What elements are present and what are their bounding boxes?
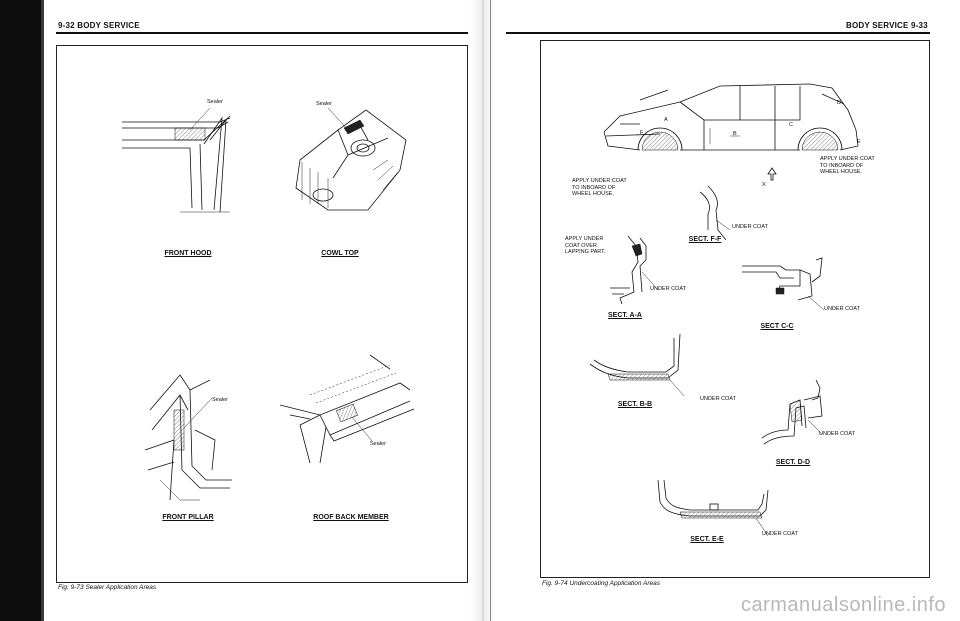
right-header-rule — [506, 32, 930, 34]
sect-e-e-callout: UNDER COAT — [762, 531, 798, 537]
front-pillar-label: FRONT PILLAR — [162, 514, 214, 521]
roof-back-member-label: ROOF BACK MEMBER — [313, 514, 389, 521]
sect-a-a-callout: UNDER COAT — [650, 286, 686, 292]
roof-back-member-drawing — [279, 354, 415, 464]
watermark: carmanualsonline.info — [740, 594, 946, 616]
roof-back-member-callout: Sealer — [370, 441, 386, 447]
cowl-top-drawing — [295, 107, 407, 211]
rear-wheel-house-note: APPLY UNDER COAT TO INBOARD OF WHEEL HOU… — [820, 156, 875, 175]
right-page-header: BODY SERVICE 9-33 — [846, 21, 928, 30]
front-hood-callout: Sealer — [207, 99, 223, 105]
marker-c-top: C — [789, 122, 793, 128]
front-pillar-callout: Sealer — [212, 397, 228, 403]
sect-d-d-label: SECT. D-D — [775, 459, 811, 466]
marker-b-top: B — [733, 131, 737, 137]
left-figure-caption: Fig. 9-73 Sealer Application Areas — [58, 584, 157, 591]
sect-b-b-label: SECT. B-B — [617, 401, 653, 408]
right-figure-caption: Fig. 9-74 Undercoating Application Areas — [542, 580, 661, 587]
sect-d-d-drawing — [761, 379, 823, 445]
left-header-rule — [56, 32, 468, 34]
sect-f-f-drawing — [699, 185, 731, 241]
sect-f-f-callout: UNDER COAT — [732, 224, 768, 230]
right-figure-frame — [540, 40, 930, 578]
front-pillar-drawing — [144, 374, 232, 501]
sect-b-b-drawing — [589, 333, 685, 397]
sect-f-f-label: SECT. F-F — [688, 236, 722, 243]
overlap-note: APPLY UNDER COAT OVER LAPPING PART. — [565, 236, 606, 255]
marker-f-top: F — [640, 130, 644, 136]
marker-x: X — [762, 182, 766, 188]
cowl-top-label: COWL TOP — [321, 250, 359, 257]
cowl-top-callout: Sealer — [316, 101, 332, 107]
gutter-line — [490, 0, 491, 621]
sect-c-c-callout: UNDER COAT — [824, 306, 860, 312]
marker-a-top: A — [664, 117, 668, 123]
front-hood-label: FRONT HOOD — [164, 250, 212, 257]
sect-c-c-drawing — [742, 257, 825, 311]
front-wheel-house-note: APPLY UNDER COAT TO INBOARD OF WHEEL HOU… — [572, 178, 627, 197]
page-binding-edge — [0, 0, 44, 621]
left-page-header: 9-32 BODY SERVICE — [58, 21, 140, 30]
sect-c-c-label: SECT C-C — [760, 323, 794, 330]
front-hood-drawing — [122, 107, 231, 213]
left-figure-frame — [56, 45, 468, 583]
sect-b-b-callout: UNDER COAT — [700, 396, 736, 402]
sect-a-a-label: SECT. A-A — [608, 312, 642, 319]
marker-e-right: E — [857, 139, 861, 145]
marker-d-top: D — [837, 100, 841, 106]
sect-e-e-drawing — [657, 479, 769, 537]
sect-a-a-drawing — [610, 235, 659, 305]
page-gutter — [470, 0, 496, 621]
sect-d-d-callout: UNDER COAT — [819, 431, 855, 437]
sect-e-e-label: SECT. E-E — [690, 536, 724, 543]
car-diagram — [603, 83, 859, 181]
